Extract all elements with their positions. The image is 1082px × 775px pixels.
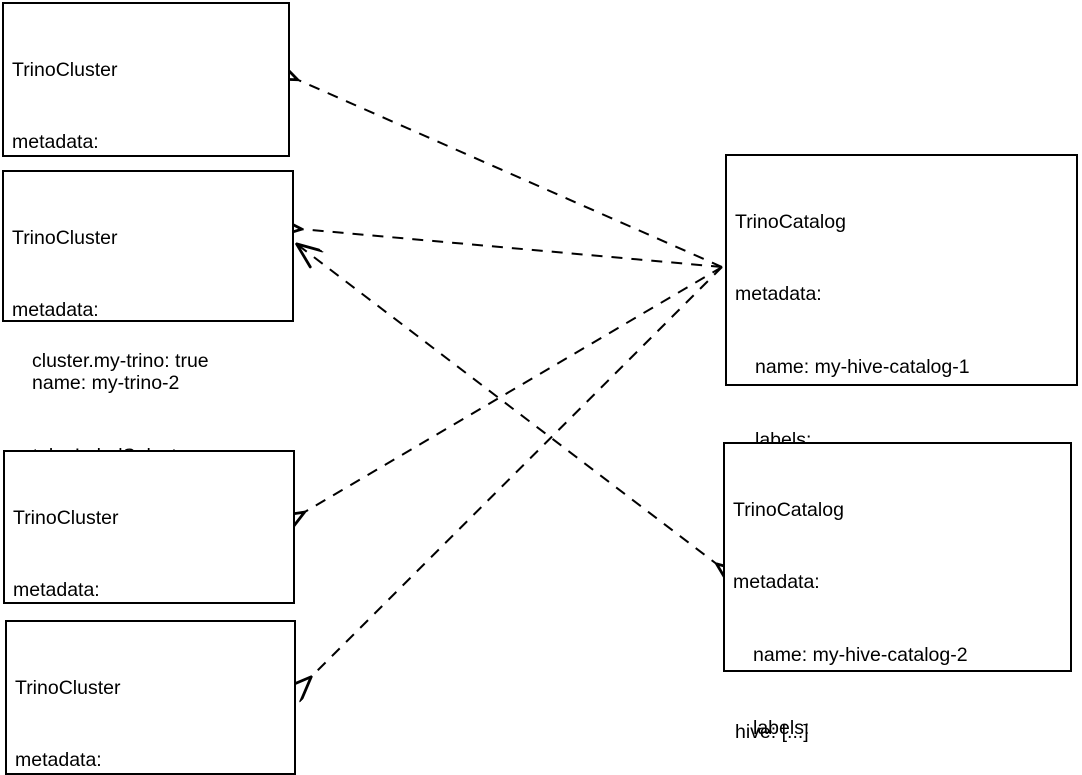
node-line: metadata: [15,749,102,772]
edge-catalog1-to-my-trino [296,79,723,268]
node-line: name: my-trino-2 [32,372,180,395]
node-trinocluster-my-trino[interactable]: TrinoCluster metadata: name: my-trino ca… [2,2,290,372]
node-trinocatalog-my-hive-catalog-1[interactable]: TrinoCatalog metadata: name: my-hive-cat… [725,154,1078,743]
node-line: TrinoCluster [13,506,119,529]
node-line: hive: [...] [735,720,809,743]
node-line: metadata: [13,579,100,602]
node-body-text: TrinoCatalog metadata: name: my-hive-cat… [733,449,1066,775]
node-line: TrinoCluster [12,226,118,249]
node-line: metadata: [733,571,820,594]
node-line: labels: [753,717,810,740]
node-line: metadata: [12,299,99,322]
edge-my-trino-2-to-catalog2 [298,245,718,565]
node-line: metadata: [12,131,99,154]
node-line: metadata: [735,283,822,306]
node-body-text: TrinoCluster metadata: name: my-trino-gr… [15,627,290,775]
node-line: name: my-hive-catalog-1 [755,356,970,379]
node-line: cluster.my-trino: true [32,350,209,373]
node-line: TrinoCluster [12,58,118,81]
node-line: TrinoCatalog [733,498,844,521]
edge-catalog1-to-my-trino-2 [300,229,723,268]
node-trinocluster-my-trino-blue[interactable]: TrinoCluster metadata: name: my-trino-bl… [3,450,295,747]
edge-catalog1-to-my-trino-blue [303,266,723,513]
node-line: TrinoCatalog [735,210,846,233]
node-trinocluster-my-trino-2[interactable]: TrinoCluster metadata: name: my-trino-2 … [2,170,294,540]
node-line: TrinoCluster [15,676,121,699]
edge-catalog1-to-my-trino-green [310,266,723,678]
node-line: name: my-hive-catalog-2 [753,644,968,667]
node-trinocatalog-my-hive-catalog-2[interactable]: TrinoCatalog metadata: name: my-hive-cat… [723,442,1072,739]
node-trinocluster-my-trino-green[interactable]: TrinoCluster metadata: name: my-trino-gr… [5,620,296,775]
